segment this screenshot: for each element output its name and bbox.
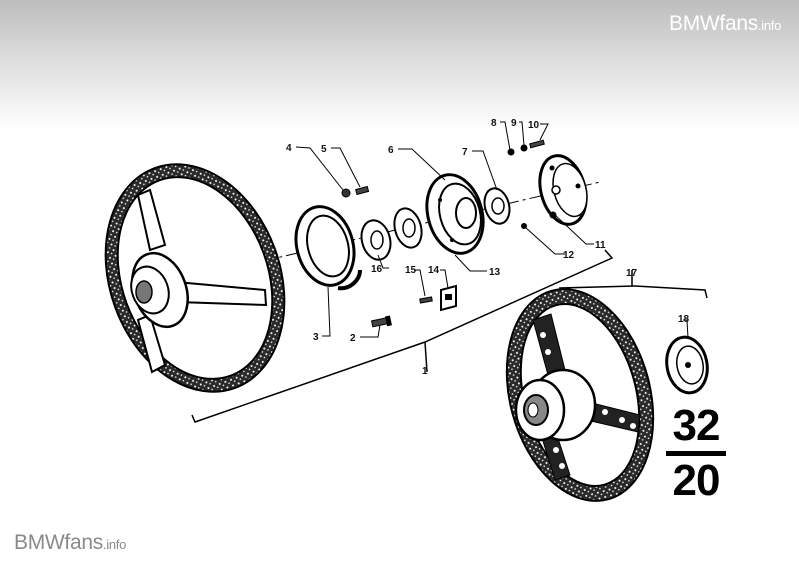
watermark-logo-top: BMWfans.info bbox=[669, 12, 781, 35]
group-divider bbox=[666, 451, 726, 456]
horn-button-part bbox=[665, 335, 709, 395]
callout-4: 4 bbox=[286, 143, 292, 154]
callout-7: 7 bbox=[462, 147, 468, 158]
callout-8: 8 bbox=[491, 118, 497, 129]
small-bolts-8-9-10 bbox=[507, 139, 545, 229]
callout-9: 9 bbox=[511, 118, 517, 129]
callout-labels: 1 2 3 4 5 6 7 8 9 10 11 12 13 14 15 16 1… bbox=[286, 118, 690, 377]
horn-ring-part bbox=[294, 205, 362, 291]
clip-parts-14-15 bbox=[419, 284, 457, 312]
callout-6: 6 bbox=[388, 145, 394, 156]
callout-17: 17 bbox=[626, 268, 638, 279]
callout-10: 10 bbox=[528, 120, 540, 131]
leader-lines bbox=[295, 121, 689, 339]
nut-screw-parts-4-5 bbox=[341, 185, 370, 198]
callout-12: 12 bbox=[563, 250, 575, 261]
steering-wheel-large bbox=[104, 163, 286, 393]
subgroup-number: 20 bbox=[672, 456, 721, 505]
callout-15: 15 bbox=[405, 265, 417, 276]
callout-16: 16 bbox=[371, 264, 383, 275]
callout-13: 13 bbox=[489, 267, 501, 278]
hub-plate-part bbox=[538, 154, 588, 226]
contact-washer-part bbox=[360, 219, 392, 261]
callout-11: 11 bbox=[595, 240, 606, 251]
group-code: 32 20 bbox=[666, 404, 726, 503]
group-number: 32 bbox=[672, 401, 721, 450]
screw-part bbox=[370, 315, 392, 328]
thin-washer-part bbox=[483, 187, 511, 225]
callout-3: 3 bbox=[313, 332, 319, 343]
callout-14: 14 bbox=[428, 265, 440, 276]
steering-wheel-sport bbox=[505, 288, 655, 502]
callout-5: 5 bbox=[321, 144, 327, 155]
callout-18: 18 bbox=[678, 314, 690, 325]
hub-cover-part bbox=[425, 173, 485, 255]
header-gradient bbox=[0, 0, 799, 130]
callout-1: 1 bbox=[422, 366, 428, 377]
callout-2: 2 bbox=[350, 333, 356, 344]
watermark-logo-bottom: BMWfans.info bbox=[14, 531, 126, 554]
spring-washer-part bbox=[393, 207, 423, 249]
